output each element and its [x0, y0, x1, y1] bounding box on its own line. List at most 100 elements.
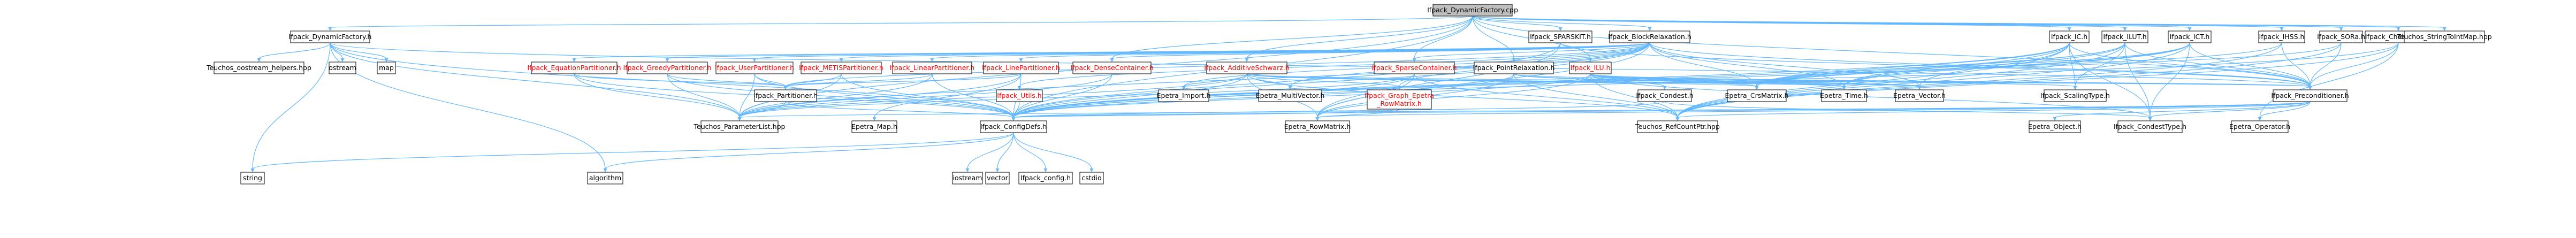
node-ict[interactable]: Ifpack_ICT.h — [2168, 30, 2212, 43]
node-label: Epetra_MultiVector.h — [1256, 91, 1325, 99]
node-string: string — [240, 172, 265, 185]
node-label: Ifpack_DenseContainer.h — [1070, 64, 1153, 72]
node-box — [2168, 30, 2212, 43]
dependency-edge — [1677, 42, 2282, 118]
dependency-edge — [1677, 42, 2342, 118]
edge-arrowhead — [2067, 27, 2071, 31]
dependency-edge — [2075, 42, 2125, 87]
node-metis[interactable]: Ifpack_METISPartitioner.h — [799, 62, 883, 74]
node-sparsecont[interactable]: Ifpack_SparseContainer.h — [1372, 62, 1457, 74]
node-condest[interactable]: Ifpack_Condest.h — [1636, 89, 1694, 102]
dependency-edge — [1013, 101, 1665, 118]
edge-arrowhead — [737, 117, 742, 121]
node-label: Ifpack_ConfigDefs.h — [980, 122, 1047, 130]
dependency-edge — [1677, 42, 2070, 118]
dependency-edge — [1246, 73, 1920, 87]
node-utils[interactable]: Ifpack_Utils.h — [996, 89, 1043, 102]
node-label: Ifpack_Graph_Epetra — [1365, 91, 1434, 99]
node-box — [1895, 89, 1944, 102]
node-box — [587, 172, 623, 185]
node-root[interactable]: Ifpack_DynamicFactory.cpp — [1427, 4, 1518, 17]
node-user[interactable]: Ifpack_UserPartitioner.h — [715, 62, 794, 74]
dependency-edge — [739, 73, 1112, 118]
node-dense[interactable]: Ifpack_DenseContainer.h — [1070, 62, 1154, 74]
node-box — [2029, 120, 2081, 133]
node-box — [754, 89, 817, 102]
node-label: Ifpack_METISPartitioner.h — [799, 64, 883, 72]
edge-arrowhead — [1288, 86, 1292, 90]
node-map: map — [377, 62, 396, 74]
node-ic[interactable]: Ifpack_IC.h — [2049, 30, 2090, 43]
dependency-edge — [1246, 73, 1400, 87]
node-label: Ifpack_ILU.h — [1570, 64, 1610, 72]
node-label: Ifpack_Condest.h — [1636, 91, 1693, 99]
dependency-edge — [997, 132, 1014, 170]
node-equation[interactable]: Ifpack_EquationPartitioner.h — [527, 62, 621, 74]
dependency-edge — [2069, 42, 2311, 87]
dependency-edge — [330, 42, 740, 118]
node-ihss[interactable]: Ifpack_IHSS.h — [2258, 30, 2305, 43]
node-box — [851, 120, 897, 133]
node-box — [377, 62, 396, 74]
node-dynfac[interactable]: Ifpack_DynamicFactory.h — [289, 30, 372, 43]
node-partitioner[interactable]: Ifpack_Partitioner.h — [753, 89, 818, 102]
dependency-edge — [874, 73, 1022, 118]
node-condesttype[interactable]: Ifpack_CondestType.h — [2114, 120, 2186, 133]
node-box — [1374, 62, 1455, 74]
node-precond[interactable]: Ifpack_Preconditioner.h — [2271, 89, 2349, 102]
dependency-edge — [1472, 16, 2311, 87]
node-ilut[interactable]: Ifpack_ILUT.h — [2101, 30, 2148, 43]
node-linep[interactable]: Ifpack_LinePartitioner.h — [982, 62, 1060, 74]
dependency-edge — [1649, 42, 2311, 87]
node-rowmatrix: Epetra_RowMatrix.h — [1284, 120, 1351, 133]
node-scaling[interactable]: Ifpack_ScalingType.h — [2040, 89, 2110, 102]
node-iostream2: iostream — [952, 172, 983, 185]
dependency-edge — [574, 73, 740, 118]
node-sparskit[interactable]: Ifpack_SPARSKIT.h — [1528, 30, 1592, 43]
dependency-edge — [1590, 73, 2076, 87]
node-box — [700, 120, 779, 133]
node-box — [1474, 62, 1554, 74]
node-label: Ifpack_ScalingType.h — [2040, 91, 2110, 99]
node-label: Ifpack_EquationPartitioner.h — [527, 64, 621, 72]
dependency-edge — [1756, 42, 2070, 87]
node-algorithm: algorithm — [587, 172, 623, 185]
node-configdefs[interactable]: Ifpack_ConfigDefs.h — [980, 120, 1047, 133]
node-box — [1206, 62, 1287, 74]
dependency-edge — [1472, 16, 1650, 28]
node-linearp[interactable]: Ifpack_LinearPartitioner.h — [890, 62, 975, 74]
node-graphrow1[interactable]: Ifpack_Graph_Epetra_RowMatrix.h — [1365, 89, 1434, 110]
dependency-edge — [1677, 42, 2190, 118]
node-additive[interactable]: Ifpack_AdditiveSchwarz.h — [1204, 62, 1290, 74]
edge-arrowhead — [572, 58, 576, 62]
node-box — [983, 62, 1059, 74]
dependency-edge — [605, 132, 1014, 170]
dependency-edge — [1019, 42, 1650, 87]
node-box — [1637, 89, 1692, 102]
dependency-edge — [739, 101, 786, 118]
node-box — [531, 62, 618, 74]
node-pointrel[interactable]: Ifpack_PointRelaxation.h — [1473, 62, 1555, 74]
node-box — [1637, 120, 1718, 133]
node-crsmatrix: Epetra_CrsMatrix.h — [1725, 89, 1789, 102]
node-iluh[interactable]: Ifpack_ILU.h — [1569, 62, 1612, 74]
dependency-edge — [2124, 42, 2311, 87]
node-iostream1: ostream — [329, 62, 356, 74]
node-sorа[interactable]: Ifpack_SORa.h — [2317, 30, 2365, 43]
node-label: vector — [987, 174, 1009, 182]
node-box — [2319, 30, 2363, 43]
node-greedy[interactable]: Ifpack_GreedyPartitioner.h — [623, 62, 712, 74]
dependency-edge — [1560, 42, 2311, 87]
dependency-edge — [330, 42, 2311, 87]
node-box — [2273, 89, 2348, 102]
dependency-edge — [2310, 42, 2342, 87]
node-box — [2231, 120, 2289, 133]
node-vector: Epetra_Vector.h — [1893, 89, 1946, 102]
dependency-edge — [739, 73, 755, 118]
node-label: Ifpack_GreedyPartitioner.h — [623, 64, 712, 72]
node-vectorstd: vector — [985, 172, 1010, 185]
node-blockrel[interactable]: Ifpack_BlockRelaxation.h — [1608, 30, 1691, 43]
dependency-edge — [739, 73, 1415, 118]
dependency-edge — [2189, 42, 2311, 87]
edge-arrowhead — [2339, 27, 2343, 31]
